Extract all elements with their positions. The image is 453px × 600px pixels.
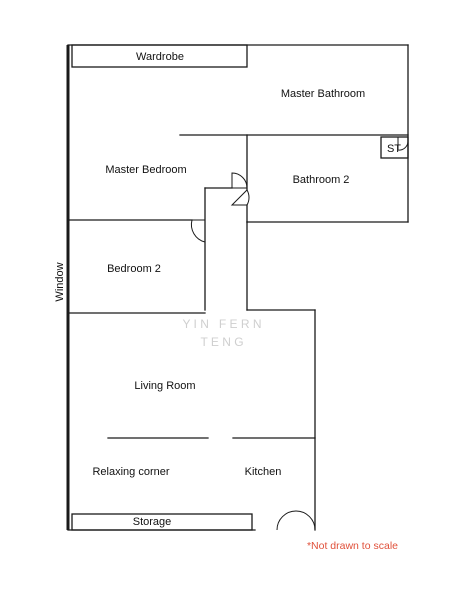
living-room-label: Living Room <box>134 380 195 392</box>
bathroom2-label: Bathroom 2 <box>293 174 350 186</box>
outer-walls <box>66 44 409 531</box>
wardrobe-box <box>71 44 248 68</box>
watermark-line2: T E N G <box>200 335 243 349</box>
bedroom2-door-icon <box>190 219 206 243</box>
relaxing-corner-label: Relaxing corner <box>92 466 169 478</box>
st-door-icon <box>397 137 409 151</box>
window-label: Window <box>54 262 66 301</box>
scale-note: *Not drawn to scale <box>307 540 398 552</box>
master-bedroom-label: Master Bedroom <box>105 164 186 176</box>
entrance-door-icon <box>276 510 316 531</box>
master-bathroom-label: Master Bathroom <box>281 88 365 100</box>
bathroom2-door-icon <box>230 189 250 206</box>
kitchen-label: Kitchen <box>245 466 282 478</box>
watermark-line1: Y I N F E R N <box>182 317 261 331</box>
storage-toilet-box <box>380 136 409 159</box>
bedroom2-label: Bedroom 2 <box>107 263 161 275</box>
storage-label: Storage <box>133 516 172 528</box>
st-label: ST <box>387 143 401 155</box>
master-bedroom-door-icon <box>231 172 248 189</box>
storage-box <box>71 513 253 531</box>
wardrobe-label: Wardrobe <box>136 51 184 63</box>
